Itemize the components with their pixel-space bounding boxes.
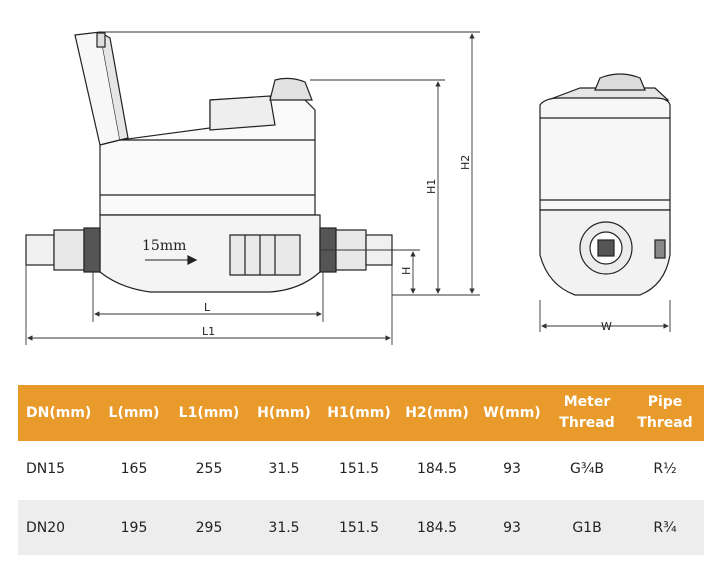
- cell-dn: DN20: [18, 500, 98, 555]
- dim-W-label: W: [601, 320, 612, 333]
- cell-l1: 255: [170, 441, 248, 496]
- cell-h1: 151.5: [320, 441, 398, 496]
- dimension-lines: [25, 31, 480, 345]
- dim-H-label: H: [400, 267, 413, 275]
- table-row: DN20 195 295 31.5 151.5 184.5 93 G1B R¾: [18, 500, 704, 555]
- table-header-row: DN(mm) L(mm) L1(mm) H(mm) H1(mm) H2(mm) …: [18, 385, 704, 441]
- cell-h1: 151.5: [320, 500, 398, 555]
- col-header-meter-thread: Meter Thread: [548, 385, 626, 441]
- dim-H2-label: H2: [459, 155, 472, 170]
- table-row: DN15 165 255 31.5 151.5 184.5 93 G¾B R½: [18, 441, 704, 496]
- cell-dn: DN15: [18, 441, 98, 496]
- dim-L1-label: L1: [202, 325, 215, 338]
- cell-w: 93: [476, 441, 548, 496]
- col-header-h2: H2(mm): [398, 385, 476, 441]
- col-header-h: H(mm): [248, 385, 320, 441]
- technical-drawing: 15mm L L1 H H1 H2: [25, 31, 671, 345]
- side-dimension-lines: [539, 300, 671, 332]
- cell-l: 165: [98, 441, 170, 496]
- cell-meter-thread: G¾B: [548, 441, 626, 496]
- spec-table: DN(mm) L(mm) L1(mm) H(mm) H1(mm) H2(mm) …: [18, 385, 704, 555]
- cell-h: 31.5: [248, 441, 320, 496]
- col-header-dn: DN(mm): [18, 385, 98, 441]
- cell-w: 93: [476, 500, 548, 555]
- cell-h2: 184.5: [398, 500, 476, 555]
- cell-l1: 295: [170, 500, 248, 555]
- col-header-h1: H1(mm): [320, 385, 398, 441]
- side-view: [539, 73, 671, 296]
- col-header-pipe-thread: Pipe Thread: [626, 385, 704, 441]
- col-header-l1: L1(mm): [170, 385, 248, 441]
- cell-meter-thread: G1B: [548, 500, 626, 555]
- front-size-label: 15mm: [142, 238, 186, 254]
- dim-L-label: L: [204, 301, 211, 314]
- cell-h2: 184.5: [398, 441, 476, 496]
- cell-l: 195: [98, 500, 170, 555]
- front-view: [25, 31, 393, 293]
- cell-pipe-thread: R½: [626, 441, 704, 496]
- dim-H1-label: H1: [425, 179, 438, 194]
- cell-pipe-thread: R¾: [626, 500, 704, 555]
- col-header-l: L(mm): [98, 385, 170, 441]
- col-header-w: W(mm): [476, 385, 548, 441]
- cell-h: 31.5: [248, 500, 320, 555]
